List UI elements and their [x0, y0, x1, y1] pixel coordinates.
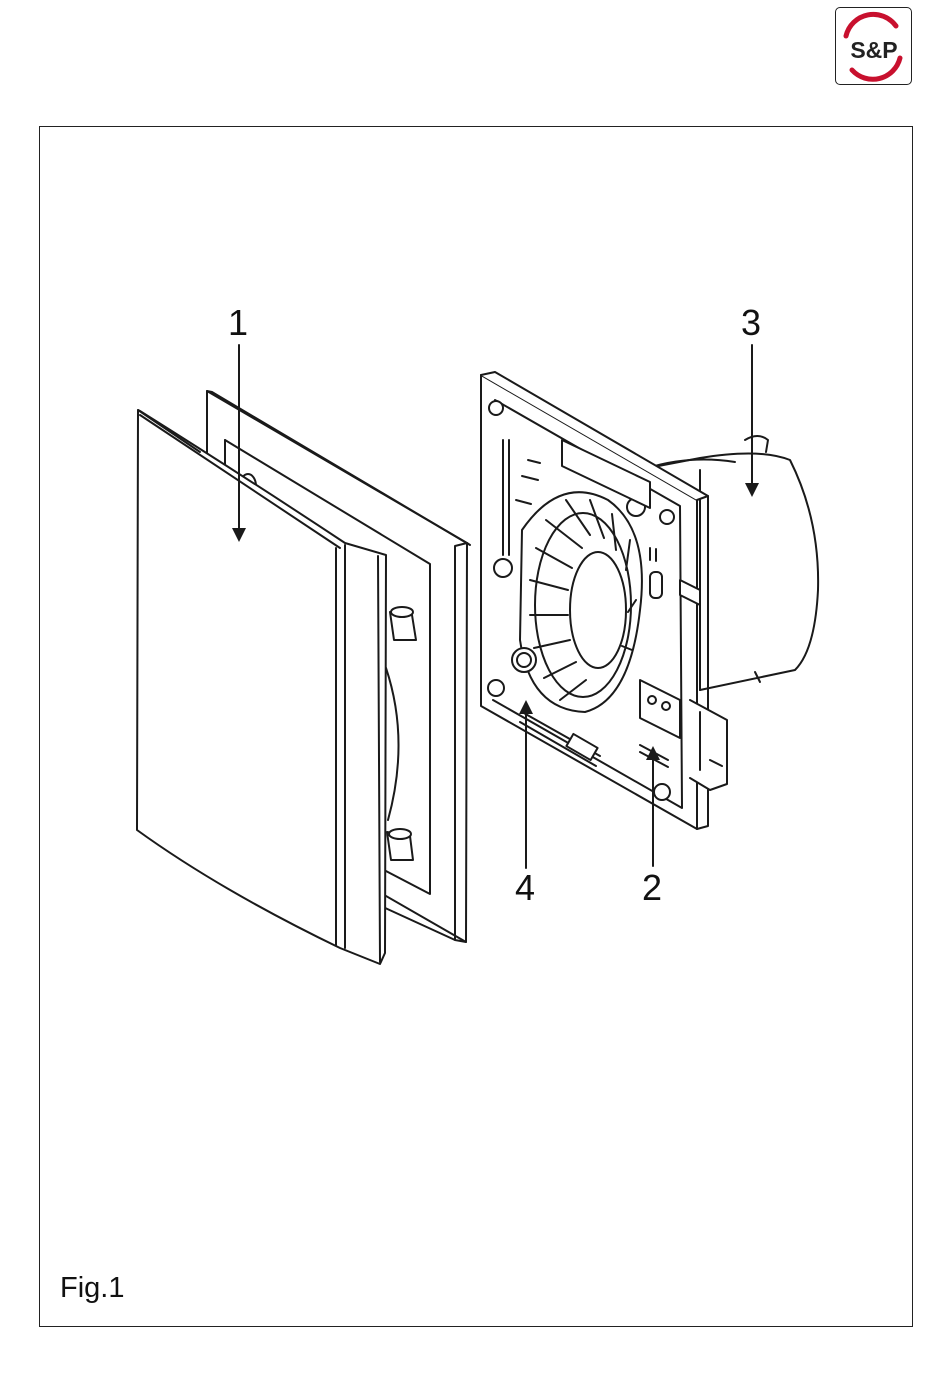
callout-label-4: 4 [515, 870, 535, 906]
callout-label-3: 3 [741, 305, 761, 341]
front-cover-assembly [137, 391, 470, 964]
fan-base-assembly [481, 372, 818, 829]
callout-label-1: 1 [228, 305, 248, 341]
callout-label-2: 2 [642, 870, 662, 906]
figure-caption: Fig.1 [60, 1272, 124, 1304]
